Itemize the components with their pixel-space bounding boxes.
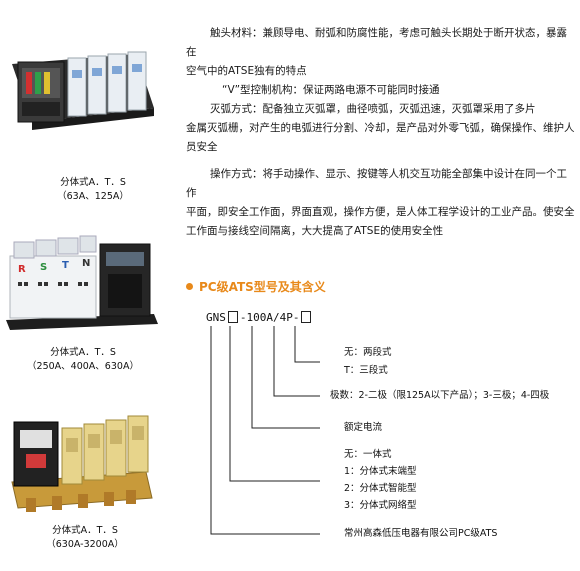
- section-title: PC级ATS型号及其含义: [186, 278, 326, 295]
- definition-line: 1：分体式末端型: [344, 466, 417, 477]
- product-name-2: 分体式A．T．S: [50, 347, 116, 358]
- model-code: GNS -100A/4P-: [206, 311, 313, 324]
- product-image-1: [12, 51, 154, 130]
- product-name-3: 分体式A．T．S: [52, 525, 118, 536]
- intro-line: “V”型控制机构：保证两路电源不可能同时接通: [222, 84, 440, 96]
- phase-label-n: N: [82, 258, 90, 269]
- phase-label-s: S: [40, 262, 47, 273]
- definition-line: 2：分体式智能型: [344, 483, 417, 494]
- product-range-2: （250A、400A、630A）: [27, 361, 139, 372]
- intro-line: 员安全: [186, 141, 218, 153]
- model-prefix: GNS: [206, 311, 226, 324]
- intro-line: 空气中的ATSE独有的特点: [186, 65, 307, 77]
- definition-line: 无：一体式: [344, 449, 392, 460]
- intro-line: 金属灭弧栅，对产生的电弧进行分割、冷却，是产品对外零飞弧，确保操作、维护人: [186, 122, 575, 134]
- model-slot-section: [301, 311, 312, 323]
- definition-structure: 无：一体式 1：分体式末端型 2：分体式智能型 3：分体式网络型: [344, 448, 417, 513]
- phase-label-r: R: [18, 264, 26, 275]
- definition-section-type: 无：两段式 T：三段式: [344, 346, 392, 378]
- intro-line: 工作面与接线空间隔离，大大提高了ATSE的使用安全性: [186, 225, 444, 237]
- model-mid: -100A/4P-: [239, 311, 300, 324]
- product-range-3: （630A-3200A）: [46, 539, 124, 550]
- definition-poles: 极数：2-二极（限125A以下产品）；3-三极；4-四极: [330, 389, 549, 403]
- definition-line: 无：两段式: [344, 347, 392, 358]
- definition-line: 极数：2-二极（限125A以下产品）；3-三极；4-四极: [330, 390, 550, 401]
- definition-line: 3：分体式网络型: [344, 500, 417, 511]
- feature-description: 触头材料：兼顾导电、耐弧和防腐性能，考虑可触头长期处于断开状态，暴露在 空气中的…: [186, 24, 576, 241]
- intro-line: 操作方式：将手动操作、显示、按键等人机交互功能全部集中设计在同一个工作: [186, 168, 567, 199]
- model-slot-type: [227, 311, 238, 323]
- definition-line: 额定电流: [344, 422, 383, 433]
- intro-line: 平面，即安全工作面，界面直观，操作方便，是人体工程学设计的工业产品。使安全: [186, 206, 575, 218]
- definition-manufacturer: 常州高森低压电器有限公司PC级ATS: [344, 527, 497, 541]
- product-image-2: R S T N: [6, 235, 158, 330]
- bullet-icon: [186, 283, 193, 290]
- product-image-3: [11, 415, 153, 512]
- product-name-1: 分体式A．T．S: [60, 177, 126, 188]
- intro-line: 触头材料：兼顾导电、耐弧和防腐性能，考虑可触头长期处于断开状态，暴露在: [186, 27, 567, 58]
- intro-line: 灭弧方式：配备独立灭弧罩，曲径喷弧，灭弧迅速，灭弧罩采用了多片: [210, 103, 536, 115]
- definition-current: 额定电流: [344, 421, 382, 435]
- definition-line: 常州高森低压电器有限公司PC级ATS: [344, 528, 498, 539]
- phase-label-t: T: [62, 260, 69, 271]
- product-range-1: （63A、125A）: [57, 191, 129, 202]
- definition-line: T：三段式: [344, 365, 388, 376]
